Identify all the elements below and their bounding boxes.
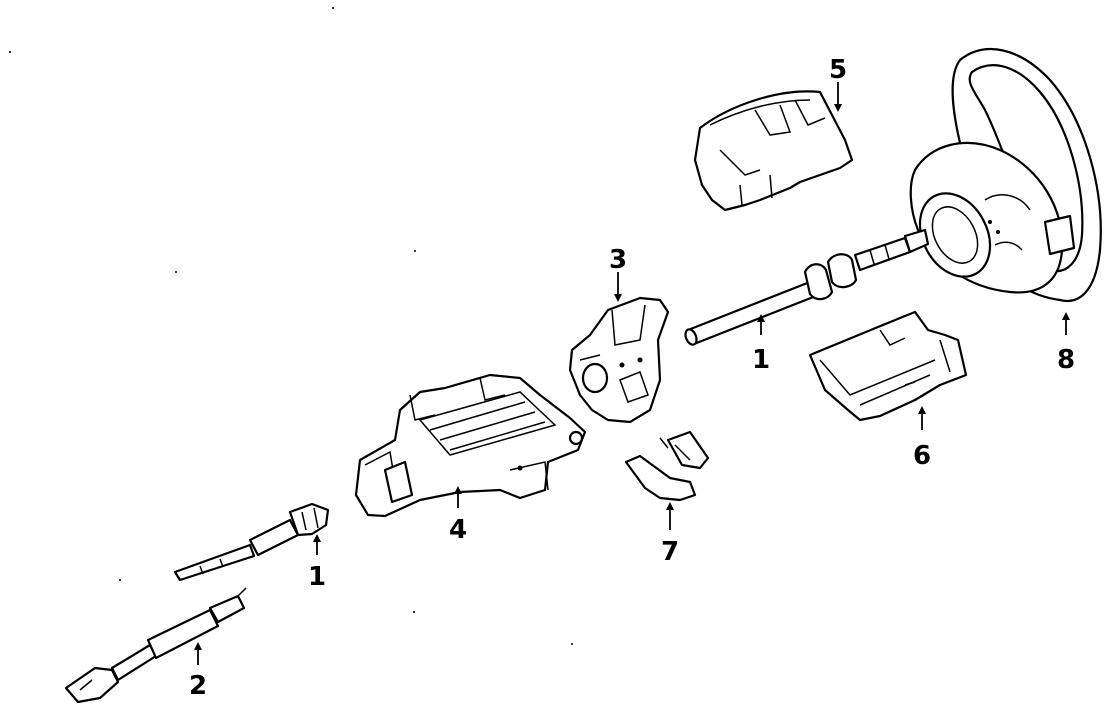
scan-specks [9, 7, 573, 645]
callout-6: 6 [913, 441, 931, 471]
callout-8: 8 [1057, 345, 1075, 375]
lock-housing[interactable] [568, 296, 670, 424]
upper-shroud[interactable] [693, 90, 854, 212]
steering-wheel[interactable] [906, 47, 1102, 302]
callout-7: 7 [661, 537, 679, 567]
callout-3: 3 [609, 245, 627, 275]
steering-shaft[interactable] [683, 228, 930, 346]
callout-4: 4 [449, 515, 467, 545]
intermediate-shaft[interactable] [173, 502, 330, 582]
tilt-lever-bracket[interactable] [624, 430, 710, 502]
callout-labels: 5 3 1 4 6 7 8 1 2 [189, 55, 1075, 701]
lower-shroud[interactable] [808, 310, 968, 422]
callout-5: 5 [829, 55, 847, 85]
callout-1-upper: 1 [752, 345, 770, 375]
column-housing[interactable] [354, 373, 587, 518]
callout-1-lower: 1 [308, 562, 326, 592]
lower-shaft[interactable] [64, 587, 247, 704]
callout-2: 2 [189, 671, 207, 701]
leader-lines [194, 82, 1070, 665]
